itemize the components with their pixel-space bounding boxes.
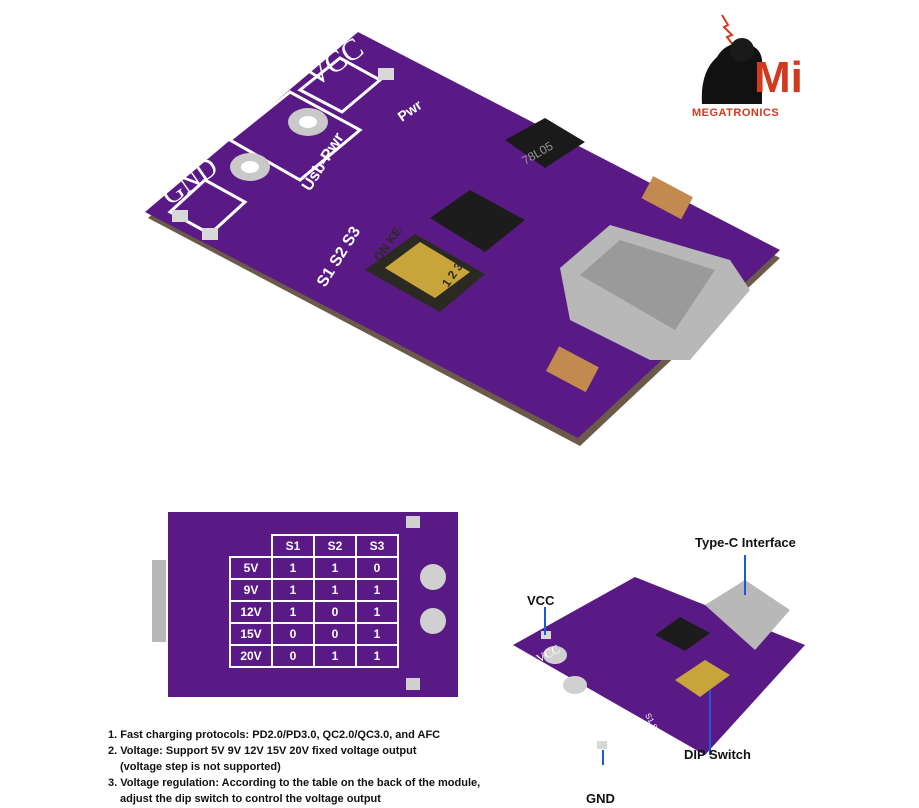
table-cell: 1	[355, 578, 399, 602]
small-mounting-hole	[543, 646, 567, 664]
table-cell: 1	[271, 556, 315, 580]
gorilla-mascot-icon	[701, 14, 763, 104]
table-row: 9V 1 1 1	[229, 578, 399, 602]
corner-pad	[406, 678, 420, 690]
table-cell: 1	[313, 578, 357, 602]
table-row: 15V 0 0 1	[229, 622, 399, 646]
annotated-board-photo: VCC GND S1 S2 S3	[513, 555, 805, 765]
table-cell: 1	[313, 644, 357, 668]
small-mounting-hole	[563, 676, 587, 694]
logo-brand: MEGATRONICS	[692, 107, 780, 119]
table-cell: 1	[355, 644, 399, 668]
logo-wordmark: Mi	[754, 53, 803, 102]
gnd-pad-1	[172, 210, 188, 222]
small-dip-switch	[675, 660, 730, 697]
megatronics-logo: Mi MEGATRONICS	[692, 12, 807, 122]
table-cell: 0	[271, 644, 315, 668]
table-cell: 0	[313, 622, 357, 646]
callout-type-c: Type-C Interface	[695, 535, 796, 550]
row-label: 12V	[229, 600, 273, 624]
mounting-hole	[420, 564, 446, 590]
table-header: S2	[313, 534, 357, 558]
table-row: 5V 1 1 0	[229, 556, 399, 580]
feature-notes: 1. Fast charging protocols: PD2.0/PD3.0,…	[108, 727, 528, 807]
table-cell: 1	[271, 578, 315, 602]
table-cell: 0	[271, 622, 315, 646]
small-usb-c	[705, 580, 790, 650]
note-line: adjust the dip switch to control the vol…	[120, 793, 381, 805]
table-header-row: S1 S2 S3	[230, 534, 399, 558]
note-line: 1. Fast charging protocols: PD2.0/PD3.0,…	[108, 729, 441, 741]
table-header: S3	[355, 534, 399, 558]
regulator-chip	[505, 118, 585, 168]
note-line: 2. Voltage: Support 5V 9V 12V 15V 20V fi…	[108, 745, 417, 757]
usb-c-edge	[152, 560, 166, 642]
main-board-photo: VCC GND Usb-Pwr Pwr S1 S2 S3 ON KE 1 2 3…	[145, 31, 780, 446]
table-cell: 1	[271, 600, 315, 624]
note-line: 3. Voltage regulation: According to the …	[108, 777, 481, 789]
note-line: (voltage step is not supported)	[120, 761, 281, 773]
small-silk-gnd: GND	[580, 718, 610, 743]
table-cell: 0	[313, 600, 357, 624]
row-label: 5V	[229, 556, 273, 580]
gnd-pad-2	[202, 228, 218, 240]
table-header: S1	[271, 534, 315, 558]
mounting-hole	[420, 608, 446, 634]
table-row: 12V 1 0 1	[229, 600, 399, 624]
corner-pad	[406, 516, 420, 528]
vcc-pad	[378, 68, 394, 80]
pd-controller-ic	[430, 190, 525, 252]
table-cell: 1	[355, 600, 399, 624]
capacitor	[641, 176, 693, 220]
row-label: 15V	[229, 622, 273, 646]
table-row: 20V 0 1 1	[229, 644, 399, 668]
table-cell: 1	[355, 622, 399, 646]
table-cell: 1	[313, 556, 357, 580]
row-label: 20V	[229, 644, 273, 668]
row-label: 9V	[229, 578, 273, 602]
callout-dip-switch: DIP Switch	[684, 747, 751, 762]
callout-vcc: VCC	[527, 593, 555, 608]
capacitor	[546, 346, 599, 393]
callout-gnd: GND	[586, 791, 615, 806]
voltage-table: S1 S2 S3 5V 1 1 0 9V 1 1 1 12V 1 0 1 15V…	[229, 534, 399, 668]
table-cell: 0	[355, 556, 399, 580]
small-ic	[655, 617, 710, 651]
